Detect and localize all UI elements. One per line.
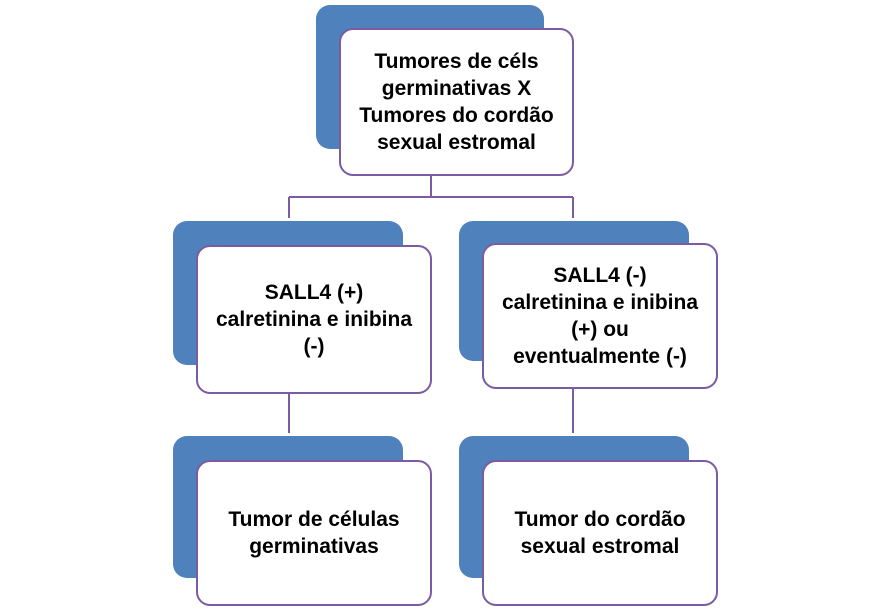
node-right-criteria-box: SALL4 (-) calretinina e inibina (+) ou e… [482,243,718,389]
node-left-result-label: Tumor de células germinativas [228,508,400,558]
node-right-result-label: Tumor do cordão sexual estromal [514,508,686,558]
node-root-box: Tumores de céls germinativas X Tumores d… [339,28,574,176]
node-left-criteria-label: SALL4 (+) calretinina e inibina (-) [215,281,413,358]
edge-root-to-branches [289,176,573,198]
node-left-criteria-box: SALL4 (+) calretinina e inibina (-) [196,245,432,394]
node-root-label: Tumores de céls germinativas X Tumores d… [359,50,554,154]
node-right-criteria-label: SALL4 (-) calretinina e inibina (+) ou e… [501,264,699,368]
node-left-result-box: Tumor de células germinativas [196,460,432,606]
node-right-result-box: Tumor do cordão sexual estromal [482,460,718,606]
